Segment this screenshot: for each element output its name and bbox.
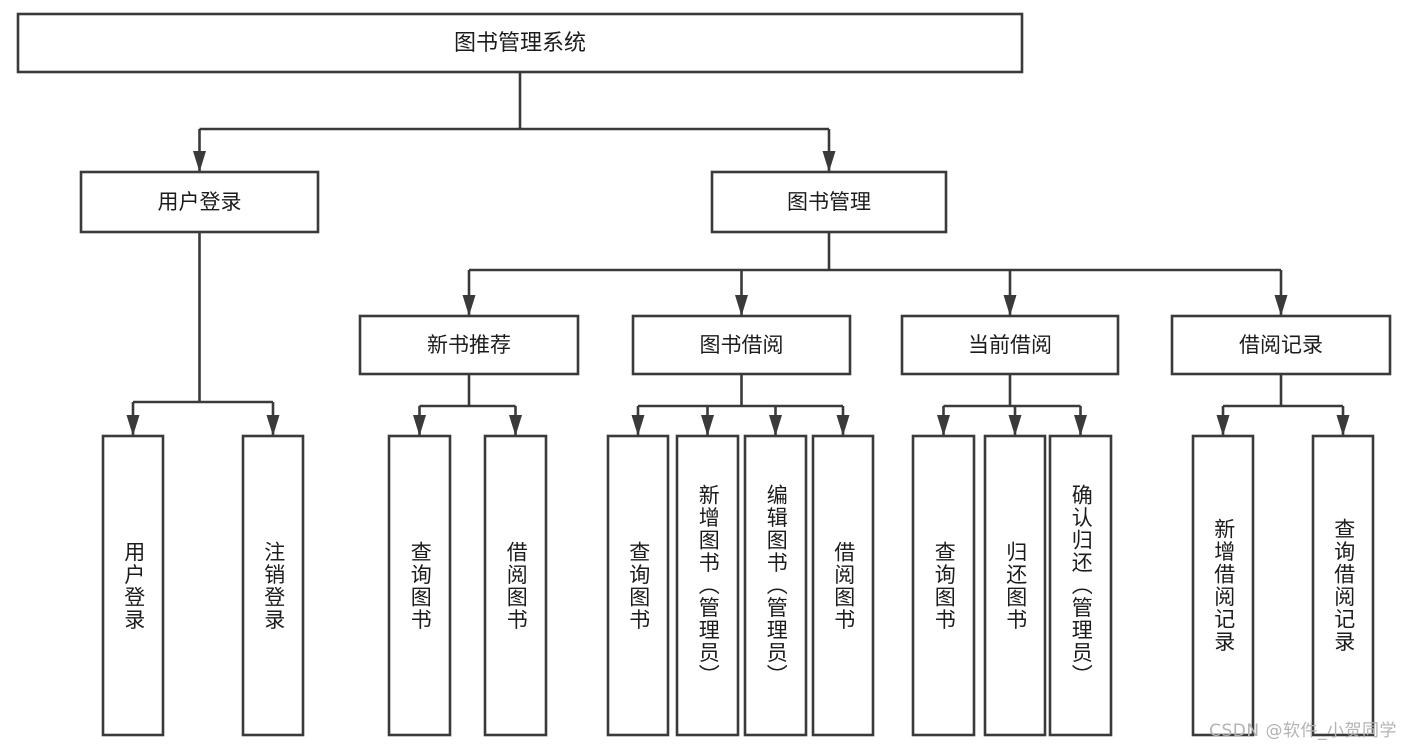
node-l2-0[interactable]: 用户登录 [79, 170, 320, 234]
node-leaf-0[interactable] [101, 434, 165, 737]
node-box [358, 314, 580, 376]
arrow-head-icon [631, 415, 645, 436]
node-box [79, 170, 320, 234]
arrow-head-icon [735, 295, 748, 316]
node-l2-1[interactable]: 图书管理 [710, 170, 948, 234]
arrow-head-icon [1274, 295, 1288, 316]
arrow-head-icon [1336, 415, 1350, 436]
arrow-head-icon [413, 415, 426, 436]
node-l3-1[interactable]: 图书借阅 [631, 314, 852, 376]
node-root-0[interactable]: 图书管理系统 [16, 12, 1024, 74]
node-leaf-8[interactable] [911, 434, 976, 737]
node-box [710, 170, 948, 234]
arrow-head-icon [509, 415, 522, 436]
node-l3-0[interactable]: 新书推荐 [358, 314, 580, 376]
node-leaf-4[interactable] [606, 434, 670, 737]
node-box [1191, 434, 1255, 737]
node-leaf-7[interactable] [811, 434, 875, 737]
node-box [631, 314, 852, 376]
node-leaf-12[interactable] [1311, 434, 1375, 737]
node-box [983, 434, 1047, 737]
edges-layer [126, 72, 1350, 436]
arrow-head-icon [769, 415, 782, 436]
node-box [387, 434, 452, 737]
node-label: 借阅记录 [1239, 333, 1323, 357]
node-leaf-1[interactable] [241, 434, 305, 737]
arrow-head-icon [836, 415, 850, 436]
node-l3-2[interactable]: 当前借阅 [900, 314, 1120, 376]
node-box [483, 434, 548, 737]
node-box [743, 434, 808, 737]
arrow-head-icon [193, 151, 206, 172]
arrow-head-icon [266, 415, 280, 436]
node-leaf-3[interactable] [483, 434, 548, 737]
arrow-head-icon [1008, 415, 1022, 436]
node-box [101, 434, 165, 737]
node-leaf-6[interactable] [743, 434, 808, 737]
node-label: 图书管理 [787, 190, 871, 214]
node-box [1170, 314, 1392, 376]
node-box [675, 434, 740, 737]
node-l3-3[interactable]: 借阅记录 [1170, 314, 1392, 376]
arrow-head-icon [1074, 415, 1087, 436]
node-box [1048, 434, 1113, 737]
node-leaf-2[interactable] [387, 434, 452, 737]
node-label: 当前借阅 [968, 333, 1052, 357]
node-leaf-5[interactable] [675, 434, 740, 737]
node-label: 新书推荐 [427, 333, 511, 357]
node-label: 图书借阅 [700, 333, 784, 357]
node-box [241, 434, 305, 737]
arrow-head-icon [126, 415, 140, 436]
node-label: 用户登录 [158, 190, 242, 214]
node-box [606, 434, 670, 737]
node-box [16, 12, 1024, 74]
node-box [1311, 434, 1375, 737]
arrow-head-icon [937, 415, 950, 436]
watermark-text: CSDN @软件_小贺同学 [1209, 721, 1397, 741]
node-box [911, 434, 976, 737]
node-leaf-11[interactable] [1191, 434, 1255, 737]
node-box [900, 314, 1120, 376]
node-label: 图书管理系统 [454, 31, 586, 56]
arrow-head-icon [822, 151, 836, 172]
arrow-head-icon [462, 295, 476, 316]
arrow-head-icon [1003, 295, 1017, 316]
arrow-head-icon [1216, 415, 1230, 436]
node-leaf-10[interactable] [1048, 434, 1113, 737]
node-box [811, 434, 875, 737]
arrow-head-icon [701, 415, 714, 436]
node-leaf-9[interactable] [983, 434, 1047, 737]
